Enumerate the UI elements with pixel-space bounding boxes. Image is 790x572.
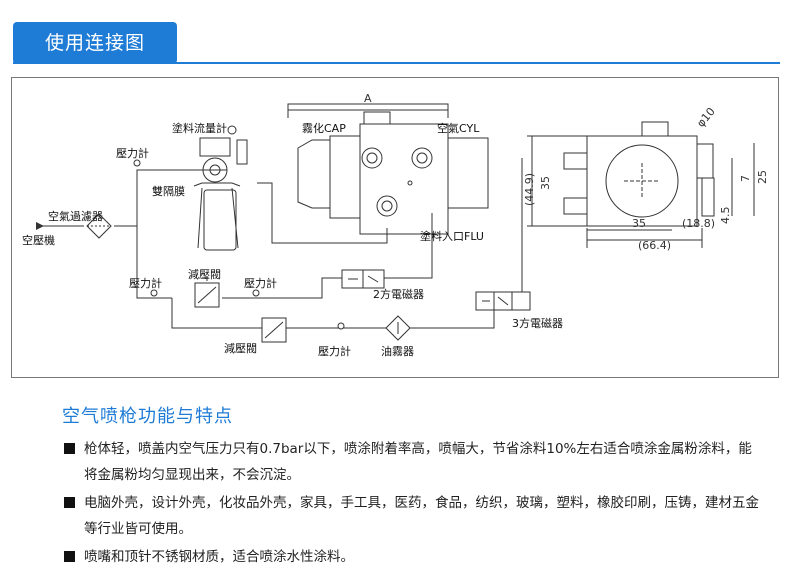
- spray-gun-front-view: [527, 121, 755, 248]
- label-solenoid-2way: 2方電磁器: [373, 288, 424, 301]
- label-air-cyl: 空氣CYL: [437, 122, 480, 135]
- solenoid-2way-symbol: [341, 269, 385, 289]
- paint-line: [257, 182, 388, 244]
- features-section-title: 空气喷枪功能与特点: [62, 406, 233, 427]
- dimension-4-5: 4.5: [719, 206, 732, 225]
- label-atomize-cap: 霧化CAP: [302, 122, 346, 135]
- section-header-tab: 使用连接图: [13, 22, 177, 64]
- gauges: [133, 125, 345, 330]
- feature-text: 喷嘴和顶针不锈钢材质，适合喷涂水性涂料。: [84, 549, 354, 565]
- feature-text: 枪体轻，喷盖内空气压力只有0.7bar以下，喷涂附着率高，喷幅大，节省涂料10%…: [84, 441, 752, 483]
- dimension-25: 25: [756, 170, 769, 184]
- air-line-bottom: [171, 298, 272, 329]
- label-oil-mist: 油霧器: [381, 345, 414, 358]
- dimension-18-8: (18.8): [682, 217, 716, 230]
- dimension-44-9: (44.9): [523, 172, 536, 206]
- bullet-square-icon: [64, 497, 75, 508]
- label-pressure-gauge-bottom: 壓力計: [318, 345, 351, 358]
- label-pressure-reducer-bottom: 減壓閥: [224, 342, 257, 355]
- label-pressure-gauge-left: 壓力計: [129, 277, 162, 290]
- label-flowmeter: 塗料流量計: [172, 122, 227, 135]
- label-air-filter: 空氣過濾器: [48, 210, 103, 223]
- pressure-reducer-top-symbol: [194, 276, 220, 308]
- connection-diagram-drawing: [36, 103, 755, 343]
- feature-item: 电脑外壳，设计外壳，化妆品外壳，家具，手工具，医药，食品，纺织，玻璃，塑料，橡胶…: [64, 490, 764, 542]
- dimension-35-vertical: 35: [539, 176, 552, 190]
- air-filter-symbol: [86, 213, 112, 239]
- feature-item: 喷嘴和顶针不锈钢材质，适合喷涂水性涂料。: [64, 544, 764, 570]
- label-pressure-reducer-top: 減壓閥: [188, 268, 221, 281]
- connection-diagram: 塗料流量計 壓力計 雙隔膜 空氣過濾器 空壓機 霧化CAP 空氣CYL 塗料入口…: [11, 77, 779, 378]
- label-pressure-gauge-top: 壓力計: [116, 147, 149, 160]
- label-air-compressor: 空壓機: [22, 234, 55, 247]
- label-paint-inlet: 塗料入口FLU: [420, 230, 484, 243]
- oil-mist-symbol: [385, 315, 411, 341]
- air-line-to-oiler: [272, 306, 495, 329]
- feature-item: 枪体轻，喷盖内空气压力只有0.7bar以下，喷涂附着率高，喷幅大，节省涂料10%…: [64, 436, 764, 488]
- air-line-down: [136, 226, 172, 299]
- air-line-2way-to-gun: [384, 213, 433, 279]
- diaphragm-pump: [193, 137, 248, 251]
- air-line-to-2way: [222, 277, 342, 299]
- compressor-arrow: [36, 222, 44, 230]
- dimension-7: 7: [739, 175, 752, 182]
- feature-text: 电脑外壳，设计外壳，化妆品外壳，家具，手工具，医药，食品，纺织，玻璃，塑料，橡胶…: [84, 495, 759, 537]
- label-solenoid-3way: 3方電磁器: [512, 317, 563, 330]
- features-list: 枪体轻，喷盖内空气压力只有0.7bar以下，喷涂附着率高，喷幅大，节省涂料10%…: [64, 436, 764, 572]
- bullet-square-icon: [64, 551, 75, 562]
- pressure-reducer-bottom-symbol: [261, 317, 287, 343]
- label-pressure-gauge-mid: 壓力計: [244, 277, 277, 290]
- label-double-diaphragm: 雙隔膜: [152, 185, 185, 198]
- bullet-square-icon: [64, 443, 75, 454]
- header-divider: [13, 62, 780, 64]
- dimension-a: A: [364, 92, 372, 105]
- dimension-66-4: (66.4): [638, 239, 672, 252]
- spray-gun-side-view: [287, 103, 489, 235]
- solenoid-3way-symbol: [475, 291, 531, 311]
- air-line-to-pump: [114, 169, 212, 227]
- dimension-35-horizontal: 35: [632, 217, 646, 230]
